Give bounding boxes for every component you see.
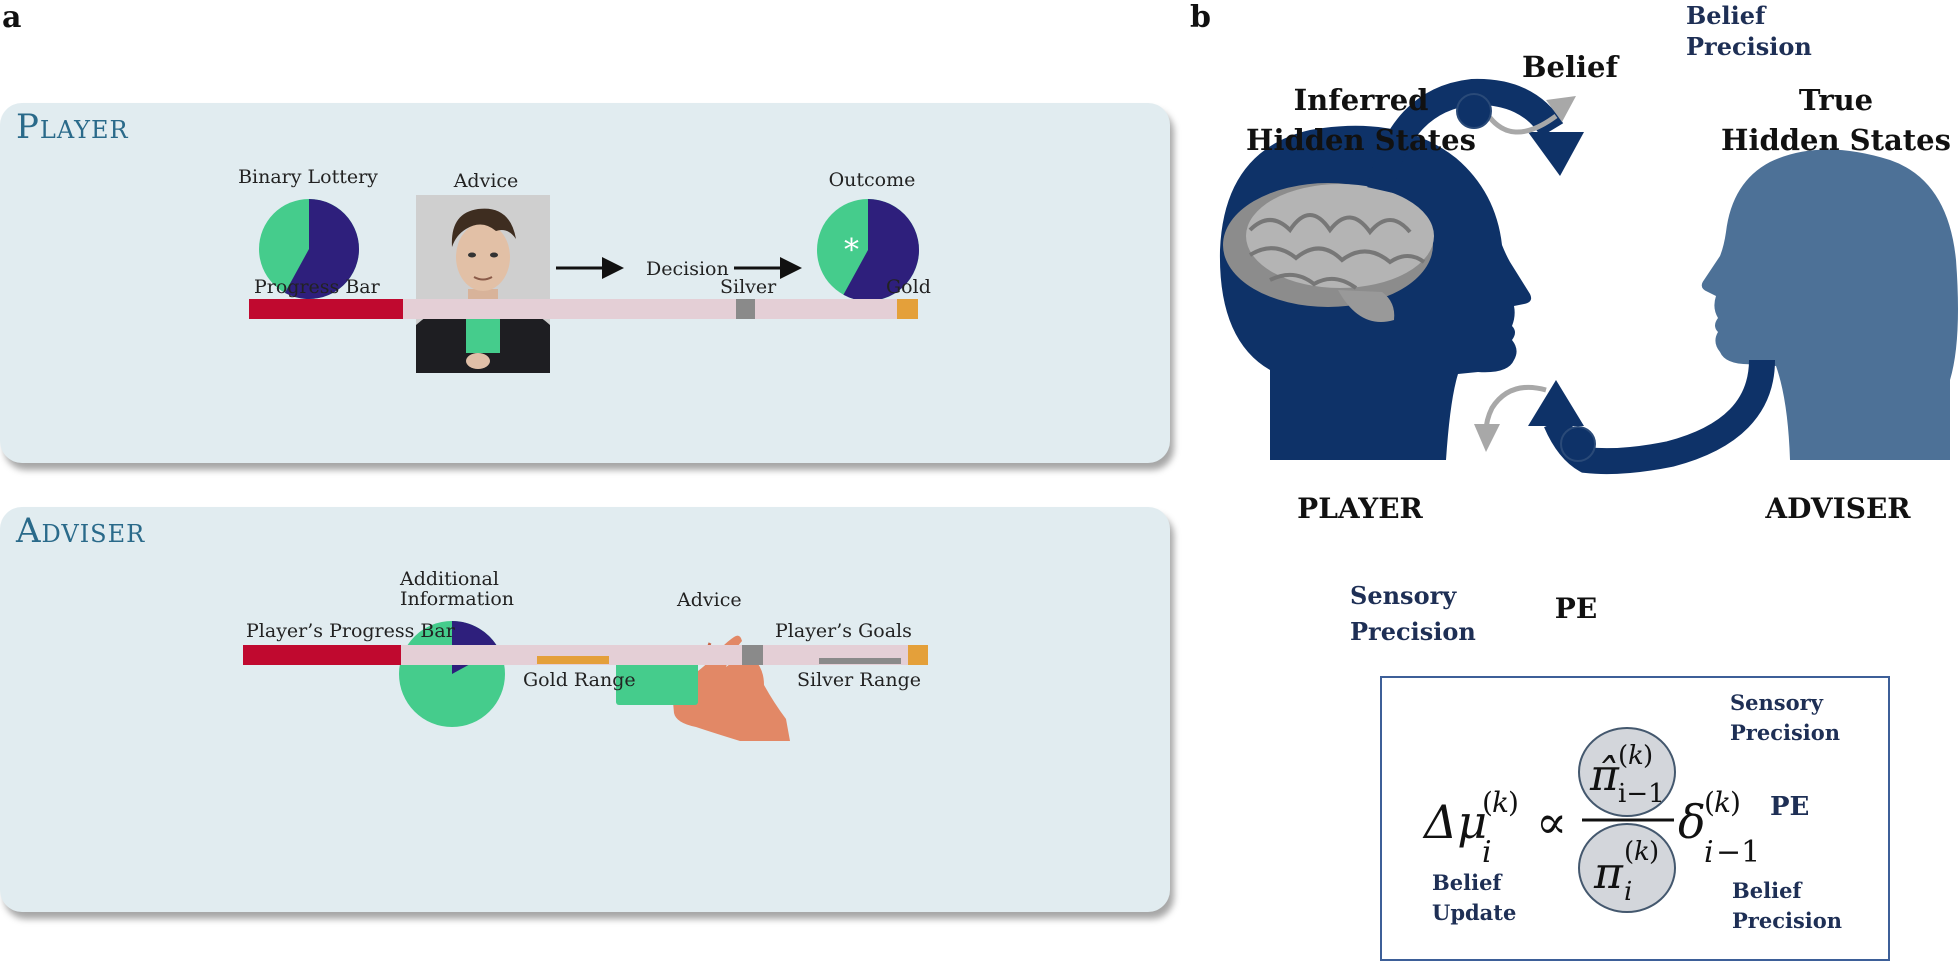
svg-text:k: k xyxy=(1634,837,1650,867)
gold-label: Gold xyxy=(886,276,931,298)
belief-precision-label: Belief Precision xyxy=(1686,1,1812,61)
heads-diagram xyxy=(1219,78,1958,475)
svg-text:): ) xyxy=(1649,837,1659,867)
brain-icon xyxy=(1223,183,1434,322)
svg-text:k: k xyxy=(1714,786,1731,819)
svg-text:i: i xyxy=(1704,835,1714,870)
svg-text:∝: ∝ xyxy=(1536,795,1567,849)
equation-belief-precision-label: Belief Precision xyxy=(1732,878,1843,933)
adviser-head-silhouette xyxy=(1701,149,1958,460)
equation-box: Δμ i ( k ) ∝ π̂ i−1 ( k ) π i ( k ) δ i … xyxy=(1380,676,1890,961)
players-progress-bar-label: Player’s Progress Bar xyxy=(246,620,455,642)
svg-text:π̂: π̂ xyxy=(1589,750,1620,801)
svg-text:δ: δ xyxy=(1678,795,1706,849)
player-silver-marker xyxy=(736,299,755,319)
binary-lottery-pie xyxy=(259,199,359,299)
outcome-pie-purple xyxy=(843,199,919,301)
svg-text:(: ( xyxy=(1482,786,1493,819)
player-card: Player Binary Lottery Advice Decision Ou… xyxy=(0,103,1170,463)
adviser-advice-label: Advice xyxy=(677,589,742,611)
belief-node xyxy=(1456,93,1492,129)
players-goals-label: Player’s Goals xyxy=(775,620,912,642)
panel-label-a: a xyxy=(2,0,22,35)
binary-lottery-label: Binary Lottery xyxy=(238,166,378,188)
equation-pe-label: PE xyxy=(1770,792,1810,822)
outcome-marker: * xyxy=(844,233,859,268)
belief-arc xyxy=(1367,78,1564,194)
svg-text:(: ( xyxy=(1704,786,1715,819)
true-hidden-states-label: True Hidden States xyxy=(1721,83,1951,157)
svg-text:): ) xyxy=(1730,786,1741,819)
arrow-to-outcome xyxy=(734,257,802,279)
belief-precision-arc xyxy=(1483,110,1558,135)
additional-information-label: Additional Information xyxy=(400,568,515,610)
belief-label: Belief xyxy=(1522,50,1618,84)
svg-text:k: k xyxy=(1492,786,1509,819)
belief-arrowhead xyxy=(1528,132,1584,176)
adviser-progress-fill xyxy=(243,645,401,665)
svg-text:π: π xyxy=(1593,848,1624,899)
svg-text:(: ( xyxy=(1624,837,1634,867)
svg-text:i: i xyxy=(1624,877,1632,907)
equation-graphic: Δμ i ( k ) ∝ π̂ i−1 ( k ) π i ( k ) δ i … xyxy=(1422,727,1760,913)
binary-lottery-pie-purple xyxy=(284,199,359,299)
equation-belief-update-label: Belief Update xyxy=(1432,870,1517,925)
svg-text:(: ( xyxy=(1618,741,1628,771)
sensory-precision-label: Sensory Precision xyxy=(1350,581,1476,646)
adviser-card: Adviser Additional Information Advice Pl… xyxy=(0,507,1170,912)
adviser-card-title: Adviser xyxy=(16,511,146,551)
progress-bar-label: Progress Bar xyxy=(254,276,380,298)
sensory-precision-circle xyxy=(1578,727,1676,817)
adviser-gold-marker xyxy=(908,645,928,665)
equation-sensory-precision-label: Sensory Precision xyxy=(1730,690,1841,745)
silver-range-label: Silver Range xyxy=(797,669,921,691)
svg-text:Δμ: Δμ xyxy=(1422,795,1487,849)
player-progress-fill xyxy=(249,299,403,319)
pe-arrowhead xyxy=(1528,380,1584,426)
advice-green-card xyxy=(466,315,500,353)
advice-photo xyxy=(416,195,550,373)
silver-label: Silver xyxy=(720,276,777,298)
player-card-title: Player xyxy=(16,107,129,147)
arrow-to-decision xyxy=(556,257,624,279)
sensory-precision-arrowhead xyxy=(1474,424,1500,452)
adviser-gold-range xyxy=(537,656,609,664)
pe-label: PE xyxy=(1554,592,1598,625)
outcome-pie: * xyxy=(817,199,919,301)
decision-label: Decision xyxy=(646,258,729,280)
svg-text:−1: −1 xyxy=(1716,835,1760,870)
belief-precision-arrowhead xyxy=(1546,96,1576,122)
adviser-silver-marker xyxy=(742,645,763,665)
adviser-label: ADVISER xyxy=(1765,492,1911,525)
player-gold-marker xyxy=(897,299,918,319)
svg-text:): ) xyxy=(1508,786,1519,819)
gold-range-label: Gold Range xyxy=(523,669,636,691)
svg-text:): ) xyxy=(1643,741,1653,771)
hand-with-card xyxy=(616,635,790,741)
player-label: PLAYER xyxy=(1297,492,1423,525)
svg-text:i: i xyxy=(1482,835,1492,870)
belief-precision-circle xyxy=(1578,823,1676,913)
outcome-label: Outcome xyxy=(828,169,916,191)
svg-text:i−1: i−1 xyxy=(1618,779,1665,809)
adviser-silver-range xyxy=(819,658,901,664)
svg-text:k: k xyxy=(1628,741,1644,771)
inferred-hidden-states-label: Inferred Hidden States xyxy=(1246,83,1476,157)
advice-label: Advice xyxy=(453,170,519,192)
panel-label-b: b xyxy=(1190,0,1211,35)
pe-node xyxy=(1560,426,1596,462)
